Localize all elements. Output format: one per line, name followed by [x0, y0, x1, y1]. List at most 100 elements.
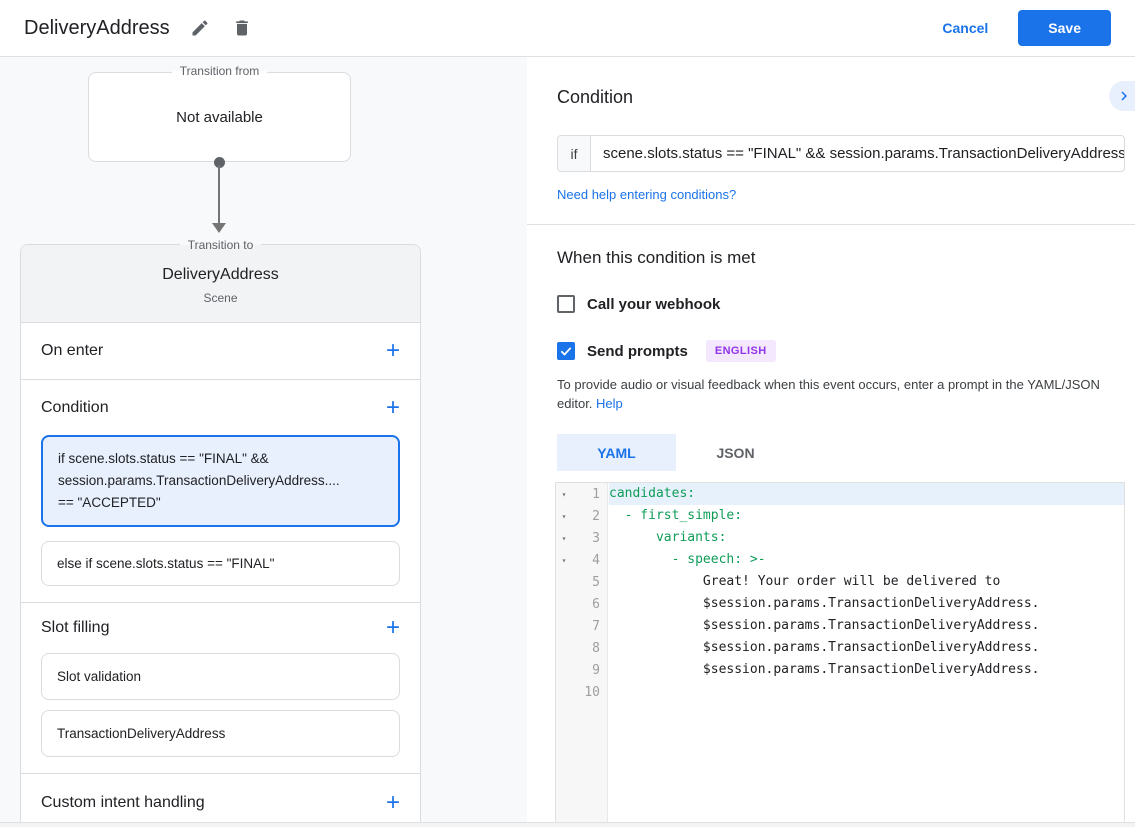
page-title: DeliveryAddress [24, 16, 170, 39]
code-line[interactable]: $session.params.TransactionDeliveryAddre… [609, 618, 1040, 633]
line-number: 1 [592, 486, 600, 502]
code-editor-content[interactable]: candidates: - first_simple: variants: - … [609, 483, 1124, 827]
transition-from-legend: Transition from [171, 64, 268, 78]
delete-scene-button[interactable] [230, 16, 254, 40]
top-bar: DeliveryAddress Cancel Save [0, 0, 1135, 57]
custom-intent-label: Custom intent handling [41, 793, 205, 811]
cancel-button[interactable]: Cancel [942, 20, 989, 36]
on-enter-label: On enter [41, 342, 104, 359]
transition-to-legend-wrap: Transition to [21, 236, 420, 254]
gutter-row: 7 [556, 615, 607, 637]
condition-card-selected[interactable]: if scene.slots.status == "FINAL" && sess… [41, 435, 400, 527]
conditions-help-link[interactable]: Need help entering conditions? [557, 187, 737, 202]
transition-connector-dot [214, 157, 225, 168]
scene-header[interactable]: DeliveryAddress Scene [21, 245, 420, 323]
line-number: 10 [584, 684, 600, 700]
fold-toggle-icon[interactable]: ▾ [561, 489, 567, 499]
line-number: 8 [592, 640, 600, 656]
gutter-row: ▾2 [556, 505, 607, 527]
pencil-icon [190, 18, 210, 38]
code-line[interactable]: - first_simple: [609, 508, 743, 523]
transition-connector-line [218, 165, 220, 223]
gutter-row: 5 [556, 571, 607, 593]
add-custom-intent-button[interactable]: + [385, 788, 400, 816]
transition-from-text: Not available [176, 108, 263, 126]
edit-scene-button[interactable] [188, 16, 212, 40]
condition-card-line: session.params.TransactionDeliveryAddres… [58, 473, 340, 488]
slot-card[interactable]: TransactionDeliveryAddress [41, 710, 400, 757]
code-line[interactable]: - speech: >- [609, 552, 766, 567]
call-webhook-checkbox[interactable] [557, 295, 575, 313]
code-line[interactable]: $session.params.TransactionDeliveryAddre… [609, 596, 1040, 611]
condition-editor-panel: Condition if scene.slots.status == "FINA… [527, 57, 1135, 827]
add-slot-button[interactable]: + [385, 614, 400, 641]
tab-yaml[interactable]: YAML [557, 434, 676, 471]
panel-divider [527, 224, 1135, 225]
main-content: Transition from Not available Transition… [0, 57, 1135, 827]
line-number: 2 [592, 508, 600, 524]
fold-toggle-icon[interactable]: ▾ [561, 533, 567, 543]
send-prompts-row: Send prompts ENGLISH [557, 340, 1135, 362]
save-button[interactable]: Save [1018, 10, 1111, 46]
gutter-row: 10 [556, 681, 607, 703]
checkmark-icon [559, 344, 573, 358]
if-prefix-label: if [558, 136, 591, 171]
transition-from-box[interactable]: Transition from Not available [88, 64, 351, 162]
condition-card-else[interactable]: else if scene.slots.status == "FINAL" [41, 541, 400, 586]
horizontal-scrollbar-track[interactable] [0, 822, 1135, 827]
send-prompts-checkbox[interactable] [557, 342, 575, 360]
trash-icon [232, 18, 252, 38]
condition-panel-heading: Condition [557, 87, 634, 107]
scene-card: Transition to DeliveryAddress Scene On e… [20, 238, 421, 827]
prompt-description-text: To provide audio or visual feedback when… [557, 377, 1100, 411]
when-met-heading: When this condition is met [557, 248, 756, 267]
add-on-enter-button[interactable]: + [385, 337, 400, 364]
condition-section: Condition + if scene.slots.status == "FI… [21, 380, 420, 603]
transition-to-legend: Transition to [179, 238, 262, 252]
slot-filling-label: Slot filling [41, 619, 110, 636]
custom-intent-section: Custom intent handling + [21, 774, 420, 827]
webhook-row: Call your webhook [557, 295, 1135, 313]
call-webhook-label: Call your webhook [587, 295, 721, 313]
tab-json[interactable]: JSON [716, 444, 755, 461]
add-condition-button[interactable]: + [385, 393, 400, 421]
gutter-row: ▾4 [556, 549, 607, 571]
fold-toggle-icon[interactable]: ▾ [561, 511, 567, 521]
chevron-right-icon [1115, 87, 1133, 105]
scene-name: DeliveryAddress [162, 266, 279, 283]
language-badge: ENGLISH [705, 340, 776, 362]
line-number: 3 [592, 530, 600, 546]
code-line[interactable]: $session.params.TransactionDeliveryAddre… [609, 640, 1040, 655]
line-number: 5 [592, 574, 600, 590]
fold-toggle-icon[interactable]: ▾ [561, 555, 567, 565]
code-line[interactable]: variants: [609, 530, 727, 545]
code-line[interactable]: $session.params.TransactionDeliveryAddre… [609, 662, 1040, 677]
scene-diagram-panel: Transition from Not available Transition… [0, 57, 527, 827]
gutter-row: ▾3 [556, 527, 607, 549]
line-number: 4 [592, 552, 600, 568]
gutter-row: ▾1 [556, 483, 607, 505]
transition-arrowhead-icon [212, 223, 226, 233]
condition-section-label: Condition [41, 398, 109, 416]
help-link[interactable]: Help [596, 396, 623, 411]
gutter-row: 6 [556, 593, 607, 615]
slot-validation-card[interactable]: Slot validation [41, 653, 400, 700]
collapse-panel-button[interactable] [1109, 81, 1135, 111]
on-enter-section: On enter + [21, 323, 420, 380]
line-number: 9 [592, 662, 600, 678]
condition-expression-input[interactable]: scene.slots.status == "FINAL" && session… [603, 145, 1124, 162]
send-prompts-label: Send prompts [587, 342, 688, 360]
gutter-row: 8 [556, 637, 607, 659]
line-number: 7 [592, 618, 600, 634]
prompt-description: To provide audio or visual feedback when… [557, 375, 1125, 413]
code-line[interactable]: Great! Your order will be delivered to [609, 574, 1001, 589]
condition-card-line: if scene.slots.status == "FINAL" && [58, 451, 269, 466]
scene-subtitle: Scene [203, 291, 238, 305]
line-number: 6 [592, 596, 600, 612]
editor-tabs: YAML JSON [557, 434, 1135, 471]
code-line[interactable] [609, 681, 1124, 703]
slot-filling-section: Slot filling + Slot validation Transacti… [21, 603, 420, 774]
code-line[interactable]: candidates: [609, 483, 1124, 505]
